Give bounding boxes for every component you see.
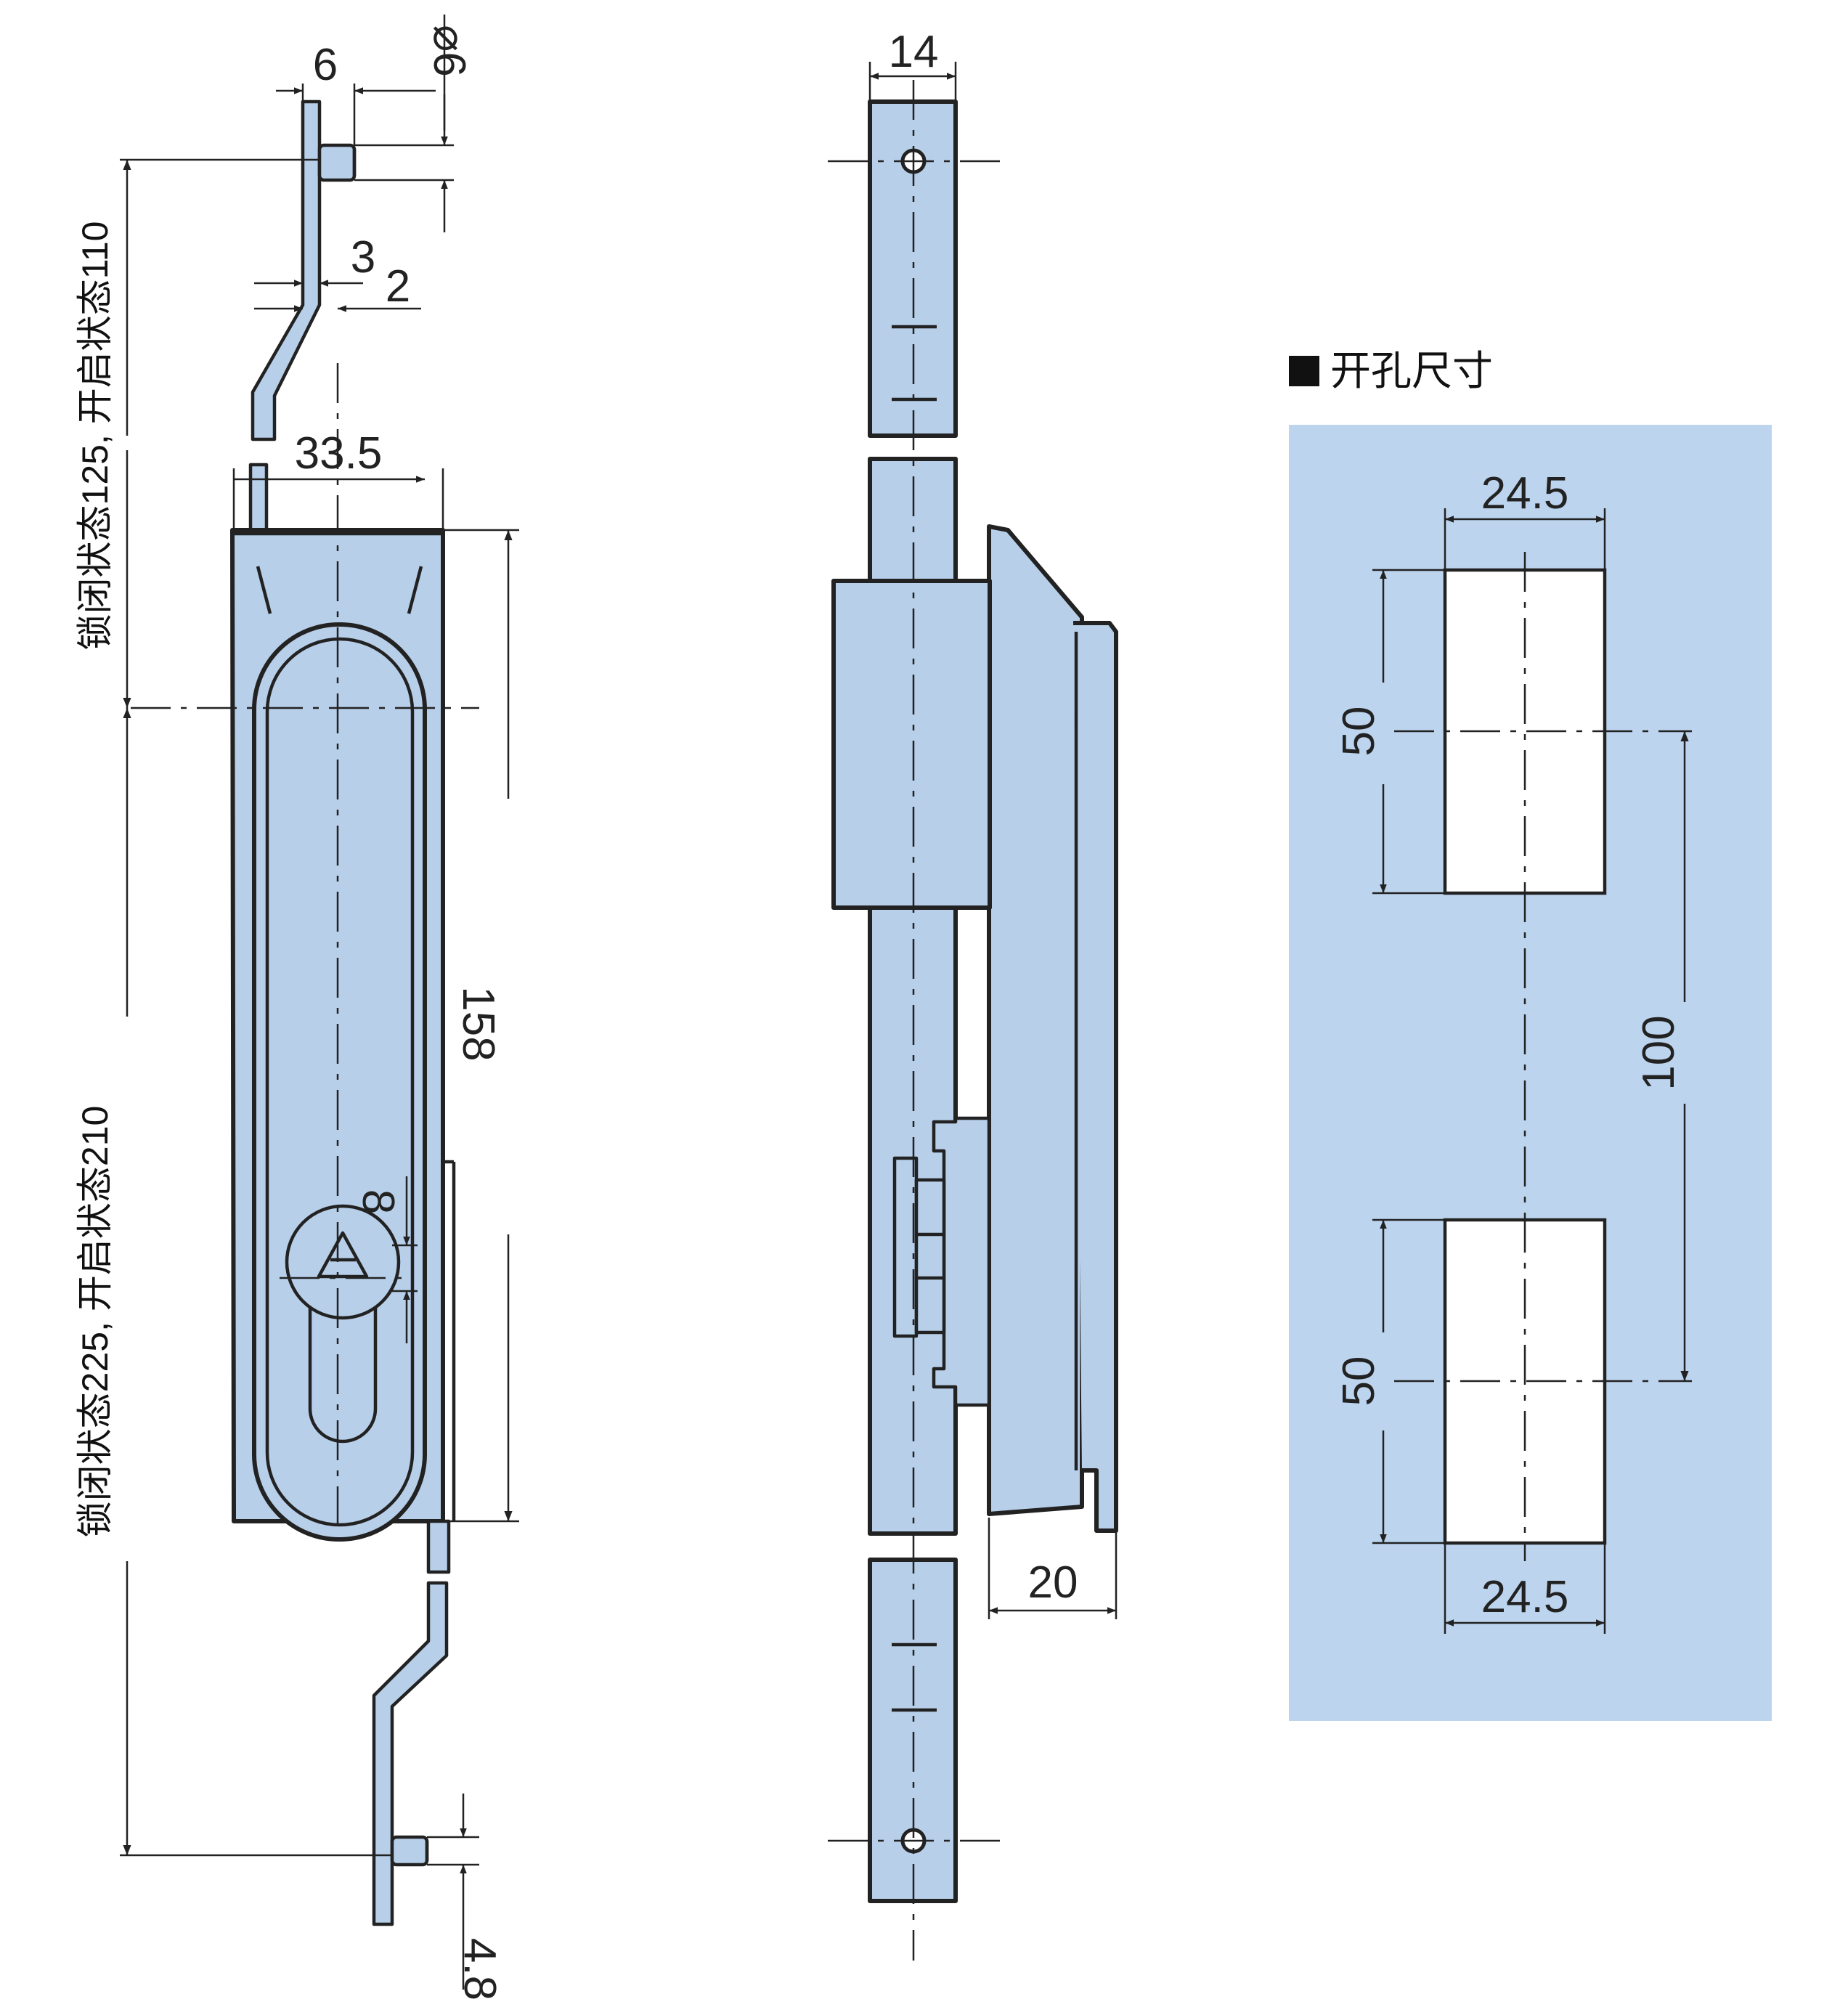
housing-block: [831, 579, 992, 910]
cutout-width-bottom: 24.5: [1481, 1572, 1569, 1622]
front-view: 6 ⌀6 3 2 33.5 158 8 锁: [75, 15, 519, 2000]
bottom-rod: [372, 1581, 449, 1926]
dim-lower-travel: 锁闭状态225, 开启状态210: [75, 1106, 115, 1538]
cutout-width-top: 24.5: [1481, 468, 1569, 518]
dim-pin-diameter: ⌀6: [424, 25, 474, 77]
dim-handle-height: 158: [453, 986, 503, 1061]
handle-profile: [987, 524, 1084, 1516]
dim-bottom-pin: 4.8: [455, 1938, 505, 2000]
handle-lip: [1073, 621, 1118, 1533]
cutout-legend-square: [1289, 356, 1319, 386]
dim-pin-offset: 6: [313, 40, 338, 90]
bottom-pin: [390, 1835, 429, 1867]
handle-grip: [252, 622, 427, 1542]
top-rod: [251, 99, 357, 441]
cutout-height-top: 50: [1334, 707, 1384, 757]
dim-upper-travel: 锁闭状态125, 开启状态110: [75, 221, 115, 651]
cutout-height-bottom: 50: [1334, 1356, 1384, 1407]
dim-handle-width: 33.5: [295, 428, 383, 479]
triangle-key-icon: [317, 1231, 369, 1279]
dim-bend-b: 2: [386, 261, 410, 312]
dim-key-offset: 8: [353, 1189, 403, 1214]
dim-depth: 20: [1028, 1558, 1078, 1608]
cutout-spacing: 100: [1634, 1015, 1684, 1090]
latch-bolt: [892, 1156, 919, 1338]
cutout-title: 开孔尺寸: [1330, 348, 1493, 394]
lock-ring: [285, 1204, 401, 1320]
keyhole: [308, 1307, 378, 1444]
side-view: 14 20: [828, 27, 1118, 1961]
dim-bend-a: 3: [351, 232, 375, 282]
handle-body: [230, 463, 456, 1574]
cutout-panel: 开孔尺寸 24.5 24.5 50 50 1: [1289, 348, 1772, 1721]
key-lock: [285, 1204, 401, 1444]
latch-cam: [932, 1116, 991, 1407]
top-pin: [317, 143, 357, 182]
dim-bar-width: 14: [889, 27, 939, 77]
